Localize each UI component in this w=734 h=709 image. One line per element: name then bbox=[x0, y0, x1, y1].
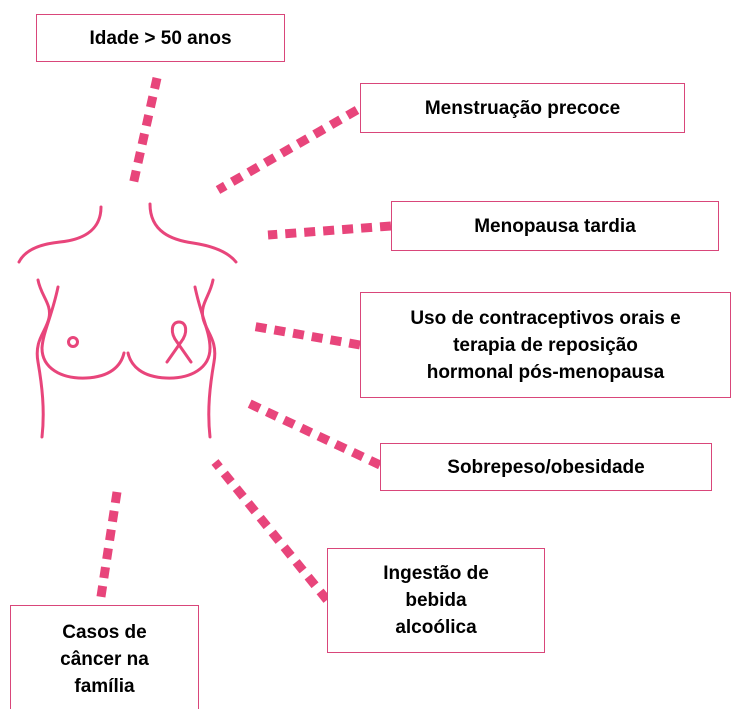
connector-overweight bbox=[244, 397, 382, 470]
connector-contraceptives-hrt bbox=[251, 321, 361, 350]
breast-silhouette-icon bbox=[17, 202, 238, 439]
connector-early-menstruation bbox=[215, 106, 360, 194]
connector-late-menopause bbox=[267, 221, 392, 240]
factor-box-age: Idade > 50 anos bbox=[36, 14, 285, 62]
factor-box-alcohol: Ingestão de bebida alcoólica bbox=[327, 548, 545, 653]
factor-box-early-menstruation: Menstruação precoce bbox=[360, 83, 685, 133]
connector-family-history bbox=[95, 491, 122, 604]
awareness-ribbon-icon bbox=[165, 320, 193, 364]
factor-box-family-history: Casos de câncer na família bbox=[10, 605, 199, 709]
factor-box-contraceptives-hrt: Uso de contraceptivos orais e terapia de… bbox=[360, 292, 731, 398]
connector-age bbox=[128, 77, 162, 186]
connector-alcohol bbox=[211, 459, 331, 603]
factor-box-late-menopause: Menopausa tardia bbox=[391, 201, 719, 251]
factor-box-overweight: Sobrepeso/obesidade bbox=[380, 443, 712, 491]
